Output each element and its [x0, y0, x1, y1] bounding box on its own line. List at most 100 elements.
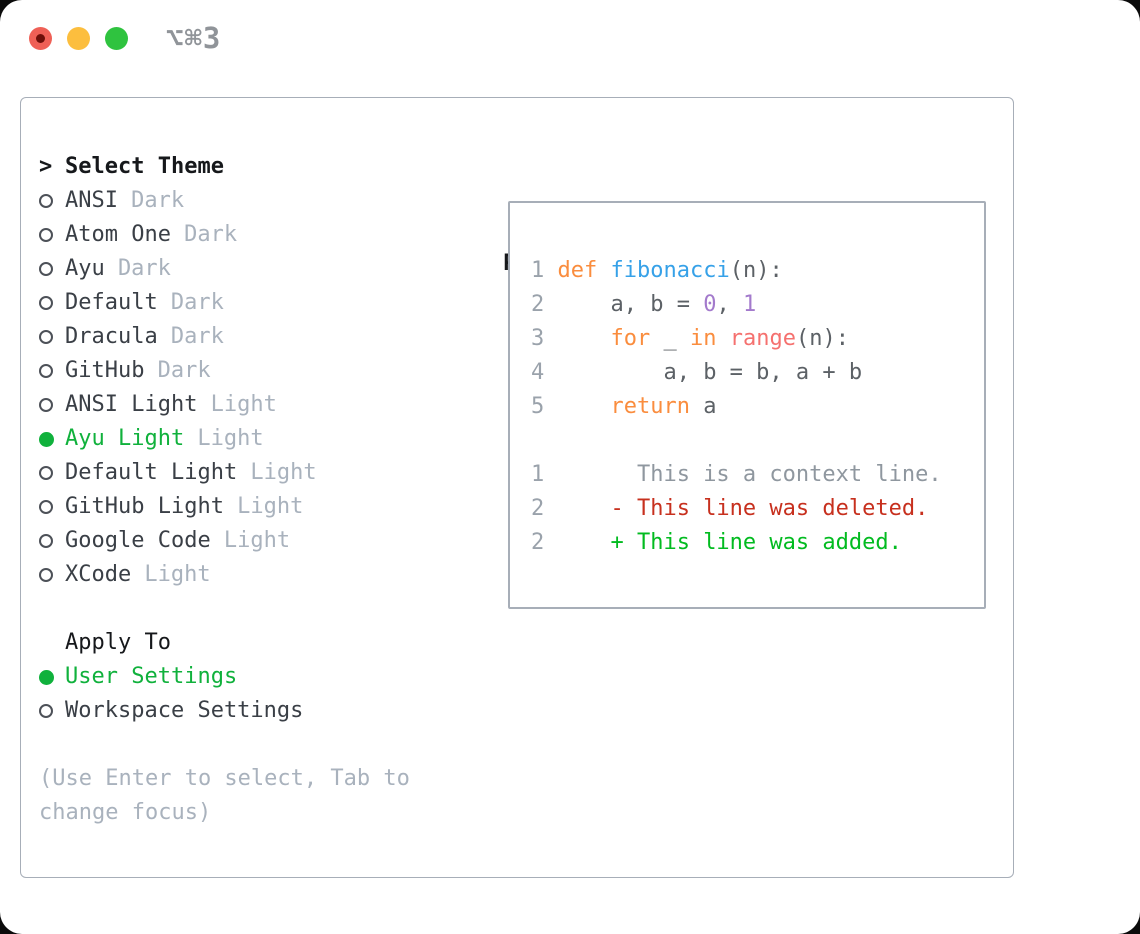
theme-name: XCode — [65, 562, 132, 587]
code-token-num: 2 — [531, 530, 545, 555]
radio-icon — [39, 194, 53, 208]
apply-option-label: User Settings — [65, 664, 238, 689]
code-line: 1 def fibonacci(n): — [531, 254, 942, 288]
code-token-plain: , — [716, 292, 743, 317]
code-line: 2 + This line was added. — [531, 526, 942, 560]
code-token-plain: a — [689, 394, 717, 419]
code-token-fn: fibonacci — [610, 258, 730, 283]
theme-option[interactable]: GitHub Dark — [39, 354, 484, 388]
code-line: 2 a, b = 0, 1 — [531, 288, 942, 322]
theme-option[interactable]: XCode Light — [39, 558, 484, 592]
code-token-plain: a, b = b, a + b — [544, 360, 863, 385]
code-token-num: 2 — [531, 496, 545, 521]
radio-icon — [39, 534, 53, 548]
select-theme-title: Select Theme — [65, 154, 224, 179]
select-theme-header: > Select Theme — [39, 150, 484, 184]
code-token-num: 5 — [531, 394, 545, 419]
theme-variant-tag: Dark — [131, 188, 185, 213]
theme-option[interactable]: Ayu Light Light — [39, 422, 484, 456]
code-token-kw: in — [689, 326, 717, 351]
theme-option[interactable]: ANSI Dark — [39, 184, 484, 218]
spacer — [39, 592, 484, 626]
radio-icon — [39, 398, 53, 412]
code-token-plain — [544, 394, 610, 419]
radio-icon — [39, 568, 53, 582]
theme-option[interactable]: Dracula Dark — [39, 320, 484, 354]
code-token-num: 1 — [531, 258, 545, 283]
radio-icon — [39, 704, 53, 718]
theme-name: Atom One — [65, 222, 171, 247]
theme-option[interactable]: Atom One Dark — [39, 218, 484, 252]
theme-variant-tag: Dark — [117, 256, 171, 281]
code-token-plain: _ — [650, 326, 690, 351]
theme-variant-tag: Light — [144, 562, 211, 587]
code-token-const: 1 — [742, 292, 757, 317]
theme-variant-tag: Light — [197, 426, 264, 451]
zoom-button[interactable] — [105, 27, 128, 50]
code-token-kw: return — [610, 394, 690, 419]
code-token-plain — [597, 258, 610, 283]
code-token-del: - This line was deleted. — [544, 496, 929, 521]
keyboard-hint: (Use Enter to select, Tab to change focu… — [39, 766, 410, 825]
apply-option[interactable]: Workspace Settings — [39, 694, 484, 728]
titlebar: ⌥⌘3 — [0, 0, 1140, 76]
code-token-num: 3 — [531, 326, 545, 351]
spacer — [39, 728, 484, 762]
code-token-plain: (n): — [795, 326, 849, 351]
radio-icon — [39, 296, 53, 310]
theme-variant-tag: Dark — [170, 290, 224, 315]
code-line: 3 for _ in range(n): — [531, 322, 942, 356]
theme-name: GitHub Light — [65, 494, 224, 519]
theme-name: Default Light — [65, 460, 238, 485]
theme-name: ANSI — [65, 188, 118, 213]
radio-icon — [39, 364, 53, 378]
code-token-plain — [716, 326, 729, 351]
theme-name: Ayu Light — [65, 426, 185, 451]
theme-option[interactable]: Google Code Light — [39, 524, 484, 558]
window-shortcut-label: ⌥⌘3 — [166, 21, 222, 55]
theme-variant-tag: Dark — [170, 324, 224, 349]
minimize-button[interactable] — [67, 27, 90, 50]
apply-to-title: Apply To — [65, 630, 171, 655]
code-token-kw: def — [557, 258, 598, 283]
theme-variant-tag: Light — [237, 494, 304, 519]
theme-variant-tag: Dark — [157, 358, 211, 383]
theme-variant-tag: Dark — [184, 222, 238, 247]
radio-icon — [39, 262, 53, 276]
theme-variant-tag: Light — [210, 392, 277, 417]
code-token-call: range — [729, 326, 796, 351]
code-token-plain — [544, 258, 557, 283]
apply-to-header: Apply To — [39, 626, 484, 660]
code-token-num: 1 — [531, 462, 545, 487]
radio-icon — [39, 500, 53, 514]
code-token-ctx: This is a context line. — [544, 462, 942, 487]
theme-option[interactable]: GitHub Light Light — [39, 490, 484, 524]
code-token-plain — [544, 326, 610, 351]
code-token-num: 4 — [531, 360, 545, 385]
theme-name: GitHub — [65, 358, 145, 383]
code-line: 1 This is a context line. — [531, 458, 942, 492]
code-token-const: 0 — [703, 292, 717, 317]
theme-option[interactable]: Default Light Light — [39, 456, 484, 490]
theme-name: Dracula — [65, 324, 158, 349]
radio-selected-icon — [39, 431, 54, 447]
close-button[interactable] — [29, 27, 52, 50]
code-token-plain: a, b = — [544, 292, 704, 317]
radio-icon — [39, 228, 53, 242]
apply-option-label: Workspace Settings — [65, 698, 304, 723]
theme-variant-tag: Light — [223, 528, 291, 553]
theme-variant-tag: Light — [250, 460, 317, 485]
radio-icon — [39, 330, 53, 344]
theme-name: Google Code — [65, 528, 211, 553]
prompt-caret-icon: > — [39, 154, 53, 179]
apply-option[interactable]: User Settings — [39, 660, 484, 694]
